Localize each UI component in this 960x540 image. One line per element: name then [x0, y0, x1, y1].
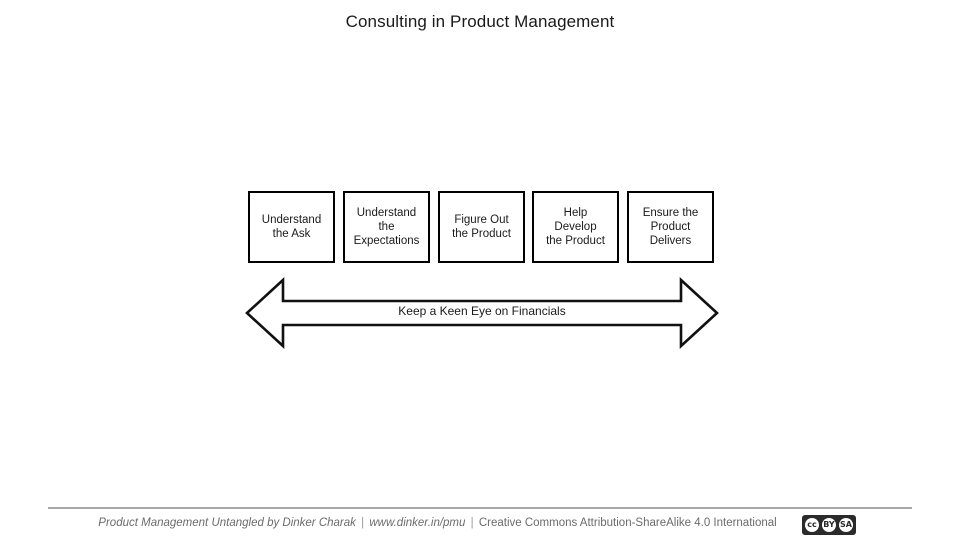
- stage-box-understand-the-expectations[interactable]: Understand the Expectations: [343, 191, 430, 263]
- stage-box-help-develop-the-product[interactable]: Help Develop the Product: [532, 191, 619, 263]
- cc-sa-icon: SA: [839, 518, 853, 532]
- arrow-label: Keep a Keen Eye on Financials: [398, 304, 566, 318]
- footer-separator-1: |: [361, 517, 365, 529]
- creative-commons-badge[interactable]: cc BY SA: [802, 515, 856, 535]
- cc-by-icon: BY: [822, 518, 836, 532]
- footer-book-title: Product Management Untangled by Dinker C…: [98, 517, 356, 529]
- stage-box-understand-the-ask[interactable]: Understand the Ask: [248, 191, 335, 263]
- footer-license-text: Creative Commons Attribution-ShareAlike …: [478, 517, 777, 529]
- page-title: Consulting in Product Management: [345, 12, 615, 31]
- footer-divider: [48, 507, 912, 509]
- footer-website-link[interactable]: www.dinker.in/pmu: [369, 517, 466, 529]
- cc-icon: cc: [805, 518, 819, 532]
- footer-attribution: Product Management Untangled by Dinker C…: [0, 517, 875, 529]
- footer-separator-2: |: [470, 517, 474, 529]
- stage-box-ensure-the-product-delivers[interactable]: Ensure the Product Delivers: [627, 191, 714, 263]
- stage-box-figure-out-the-product[interactable]: Figure Out the Product: [438, 191, 525, 263]
- double-headed-arrow-icon: [245, 277, 719, 349]
